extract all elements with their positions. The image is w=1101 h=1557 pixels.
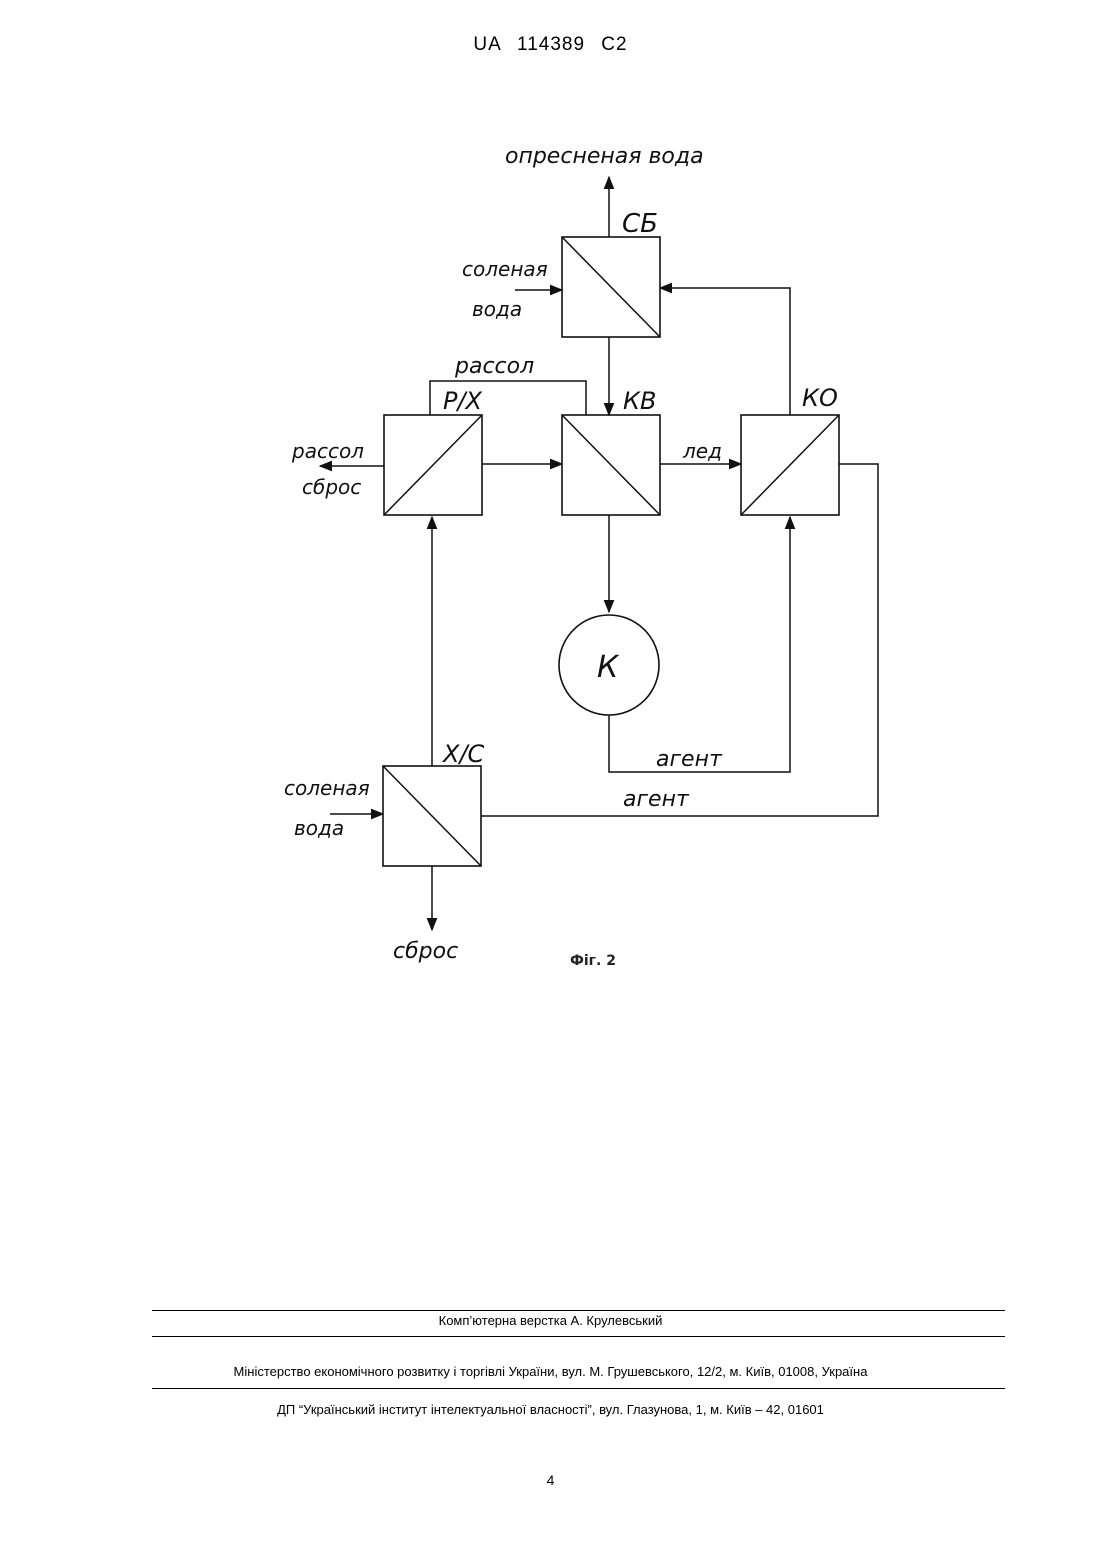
label-ko: КО bbox=[802, 384, 838, 412]
ministry-address: Міністерство економічного розвитку і тор… bbox=[0, 1364, 1101, 1379]
footer-rule-2 bbox=[152, 1336, 1005, 1337]
block-ko bbox=[741, 415, 839, 515]
institute-address: ДП “Український інститут інтелектуальної… bbox=[0, 1402, 1101, 1417]
block-sb bbox=[562, 237, 660, 337]
label-discharge-bottom: сброс bbox=[393, 939, 458, 964]
label-salt-water-bottom-1: соленая bbox=[284, 776, 370, 800]
figure-caption: Фіг. 2 bbox=[570, 953, 616, 969]
label-salt-water-top-2: вода bbox=[472, 297, 522, 321]
label-rx: Р/Х bbox=[443, 387, 483, 415]
label-ice: лед bbox=[682, 439, 722, 463]
label-brine-top: рассол bbox=[454, 354, 534, 379]
footer-rule-1 bbox=[152, 1310, 1005, 1311]
label-brine-left: рассол bbox=[291, 439, 364, 463]
process-flow-diagram: СБ Р/Х КВ КО К Х/С опресненая вода солен… bbox=[0, 0, 1101, 1000]
label-discharge-left: сброс bbox=[302, 475, 361, 499]
label-kv: КВ bbox=[623, 387, 657, 415]
label-xc: Х/С bbox=[441, 740, 485, 768]
label-salt-water-bottom-2: вода bbox=[294, 816, 344, 840]
layout-credit: Комп’ютерна верстка А. Крулевський bbox=[0, 1313, 1101, 1328]
label-agent-inner: агент bbox=[656, 747, 723, 772]
label-desalinated-water: опресненая вода bbox=[505, 144, 704, 169]
page-number: 4 bbox=[0, 1472, 1101, 1488]
label-agent-outer: агент bbox=[623, 787, 690, 812]
label-salt-water-top-1: соленая bbox=[462, 257, 548, 281]
block-kv bbox=[562, 415, 660, 515]
label-k: К bbox=[597, 650, 620, 685]
block-rx bbox=[384, 415, 482, 515]
footer-rule-3 bbox=[152, 1388, 1005, 1389]
block-xc bbox=[383, 766, 481, 866]
label-sb: СБ bbox=[622, 209, 658, 239]
